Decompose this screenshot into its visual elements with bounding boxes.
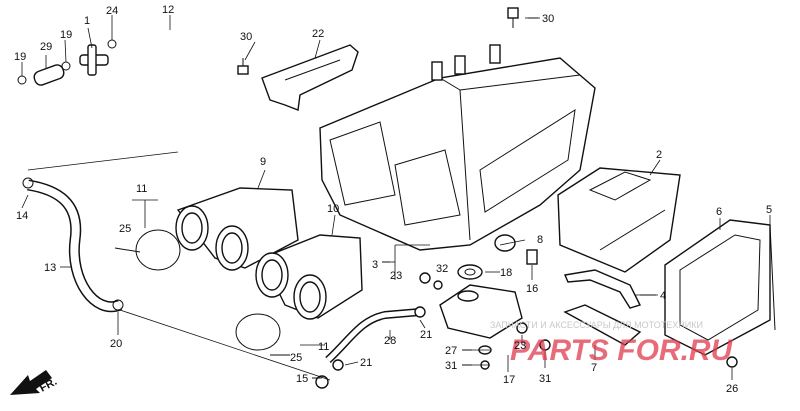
label-15: 15 [296, 373, 308, 385]
screw-26 [726, 356, 738, 368]
label-18: 18 [500, 267, 512, 279]
label-27: 27 [445, 345, 457, 357]
label-25b: 25 [290, 352, 302, 364]
bolt-23a [419, 272, 431, 284]
stay-4 [564, 269, 641, 309]
front-direction-arrow: FR. [10, 370, 59, 395]
clip-21b [414, 306, 426, 318]
label-10: 10 [327, 203, 339, 215]
label-8: 8 [537, 234, 543, 246]
clip-19a [17, 75, 27, 85]
bracket-22 [261, 44, 359, 111]
label-25a: 25 [119, 223, 131, 235]
cover-6 [664, 219, 771, 356]
connector-16 [526, 249, 538, 265]
grommet-8 [494, 234, 516, 252]
label-26: 26 [726, 383, 738, 395]
label-5: 5 [766, 204, 772, 216]
label-9: 9 [260, 156, 266, 168]
funnel-10 [255, 234, 363, 320]
label-19a: 19 [14, 51, 26, 63]
label-6: 6 [716, 206, 722, 218]
label-30b: 30 [542, 13, 554, 25]
label-12: 12 [162, 4, 174, 16]
screw-15 [315, 375, 329, 389]
bolt-30a [237, 58, 249, 75]
hose-12 [116, 29, 175, 151]
drain-case-17 [439, 284, 523, 339]
label-7: 7 [591, 362, 597, 374]
label-2: 2 [656, 149, 662, 161]
label-17: 17 [503, 374, 515, 386]
label-14: 14 [16, 210, 28, 222]
label-19b: 19 [60, 29, 72, 41]
bolt-30b [507, 7, 519, 28]
plate-7 [563, 304, 642, 346]
hose-13 [27, 179, 123, 313]
gasket-5 [769, 224, 776, 331]
air-filter-element-2 [557, 167, 681, 273]
clip-14 [22, 177, 34, 189]
label-23a: 23 [390, 270, 402, 282]
clip-20 [112, 299, 124, 311]
label-20: 20 [110, 338, 122, 350]
t-joint-1 [79, 44, 109, 76]
label-22: 22 [312, 28, 324, 40]
label-32: 32 [436, 263, 448, 275]
label-16: 16 [526, 283, 538, 295]
label-11b: 11 [318, 341, 329, 353]
clip-19b [61, 61, 71, 71]
label-21a: 21 [360, 357, 372, 369]
grommet-18 [457, 264, 483, 280]
label-3: 3 [372, 259, 378, 271]
label-1: 1 [84, 15, 90, 27]
label-28: 28 [384, 335, 396, 347]
label-21b: 21 [420, 329, 432, 341]
air-cleaner-case [319, 44, 596, 251]
label-13: 13 [44, 262, 56, 274]
label-11a: 11 [136, 183, 147, 195]
label-dashes [312, 17, 656, 379]
clip-21a [332, 359, 344, 371]
band-25b [235, 313, 290, 356]
watermark: ЗАПЧАСТИ И АКСЕССУАРЫ ДЛЯ МОТОТЕХНИКИ PA… [490, 320, 734, 367]
label-30a: 30 [240, 31, 252, 43]
clip-24 [107, 39, 117, 49]
label-24: 24 [106, 5, 118, 17]
pipe-29 [33, 64, 65, 86]
label-31a: 31 [539, 373, 551, 385]
collar-32 [433, 280, 443, 290]
band-25a [114, 229, 181, 271]
label-23b: 23 [514, 340, 526, 352]
bolt-23b [516, 322, 528, 334]
label-29: 29 [40, 41, 52, 53]
label-31b: 31 [445, 360, 457, 372]
label-4: 4 [660, 290, 666, 302]
watermark-tagline: ЗАПЧАСТИ И АКСЕССУАРЫ ДЛЯ МОТОТЕХНИКИ [490, 320, 703, 330]
watermark-brand: PARTS FOR.RU [510, 334, 734, 367]
funnel-9 [175, 187, 299, 271]
part-labels: 1 2 3 4 5 6 7 8 9 10 11 11 12 13 14 15 1… [14, 4, 772, 395]
